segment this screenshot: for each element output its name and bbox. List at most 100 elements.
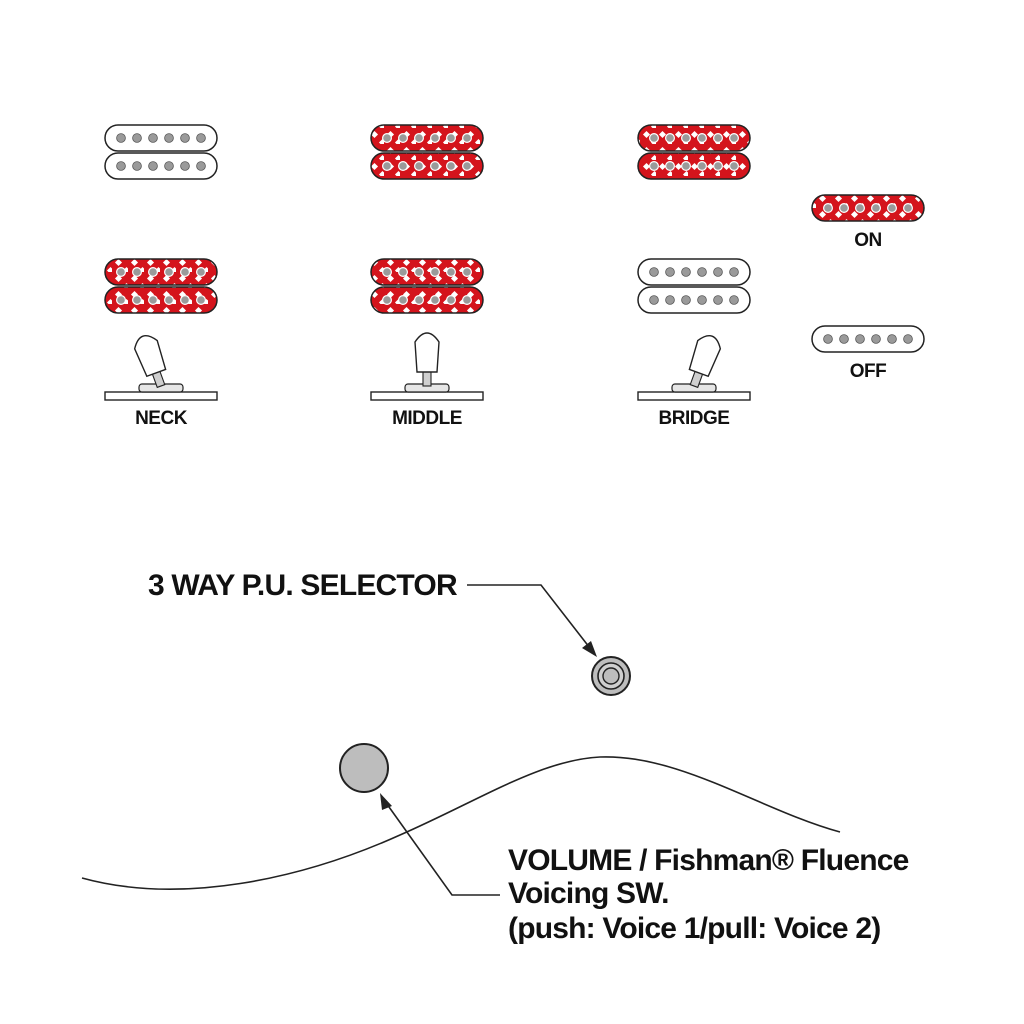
pole-piece [430,295,441,306]
toggle-switch-middle [370,332,484,401]
pole-piece [446,295,457,306]
pole-piece [414,133,425,144]
pole-piece [132,161,142,171]
legend-on-label: ON [854,230,882,251]
bridge-humbucker-neck-coil-b [104,286,218,314]
selector-positions [104,332,751,401]
pole-piece [903,334,913,344]
neck-humbucker-bridge [637,124,751,180]
pole-piece [680,133,691,144]
selector-leader-line [467,584,594,653]
pole-piece [665,267,675,277]
volume-knob [339,743,389,793]
pole-piece [382,133,393,144]
pole-piece [838,203,849,214]
pole-piece [164,295,175,306]
neck-humbucker-middle-coil-a [370,124,484,152]
volume-callout-line2: Voicing SW. [508,877,669,910]
pole-piece [713,267,723,277]
pole-piece [132,267,143,278]
pole-piece [115,295,126,306]
pole-piece [398,295,409,306]
pole-piece [855,334,865,344]
pole-piece [697,267,707,277]
pole-piece [712,133,723,144]
neck-humbucker-middle [370,124,484,180]
legend-off-label: OFF [850,361,887,382]
pole-piece [382,267,393,278]
volume-arrowhead [380,793,392,810]
pole-piece [696,161,707,172]
pole-piece [398,267,409,278]
pole-piece [164,161,174,171]
volume-callout-line1: VOLUME / Fishman® Fluence [508,844,909,877]
pole-piece [148,295,159,306]
selector-callout-label: 3 WAY P.U. SELECTOR [148,569,458,602]
pole-piece [446,267,457,278]
bridge-humbucker-middle-coil-b [370,286,484,314]
bridge-humbuckers [104,258,751,314]
selector-arrowhead [582,641,597,657]
position-label-bridge: BRIDGE [659,408,730,429]
pole-piece [823,334,833,344]
position-label-neck: NECK [135,408,188,429]
pole-piece [871,334,881,344]
pole-piece [430,161,441,172]
pole-piece [712,161,723,172]
pole-piece [414,295,425,306]
pole-piece [180,133,190,143]
pole-piece [164,267,175,278]
pole-piece [902,203,913,214]
pole-piece [664,133,675,144]
pole-piece [148,161,158,171]
selector-switch-knob [591,656,631,696]
pole-piece [697,295,707,305]
pole-piece [196,267,207,278]
pole-piece [648,161,659,172]
toggle-switch-bridge [637,335,751,401]
pole-piece [728,133,739,144]
legend-on-coil [811,194,925,222]
guitar-body-outline [81,756,841,890]
pole-piece [681,267,691,277]
pole-piece [148,267,159,278]
pole-piece [148,133,158,143]
pole-piece [665,295,675,305]
toggle-switch-neck [104,335,218,401]
legend [811,194,925,353]
pole-piece [382,295,393,306]
bridge-humbucker-middle [370,258,484,314]
pole-piece [132,133,142,143]
pole-piece [115,267,126,278]
pole-piece [729,267,739,277]
pole-piece [462,295,473,306]
pole-piece [196,133,206,143]
pole-piece [887,334,897,344]
neck-humbucker-neck-coil-a [104,124,218,152]
pole-piece [839,334,849,344]
pole-piece [729,295,739,305]
pole-piece [398,161,409,172]
pole-piece [822,203,833,214]
neck-humbucker-bridge-coil-a [637,124,751,152]
pole-piece [196,161,206,171]
pole-piece [180,161,190,171]
neck-humbucker-neck [104,124,218,180]
toggle-lever [414,332,440,387]
bridge-humbucker-bridge [637,258,751,314]
volume-leader-line [383,799,500,896]
toggle-lever [133,335,167,389]
pole-piece [886,203,897,214]
pole-piece [854,203,865,214]
pole-piece [649,295,659,305]
pole-piece [681,295,691,305]
pole-piece [196,295,207,306]
pole-piece [664,161,675,172]
pole-piece [680,161,691,172]
bridge-humbucker-neck [104,258,218,314]
position-label-middle: MIDDLE [392,408,462,429]
legend-off-coil [811,325,925,353]
pole-piece [414,161,425,172]
pole-piece [414,267,425,278]
pole-piece [430,133,441,144]
